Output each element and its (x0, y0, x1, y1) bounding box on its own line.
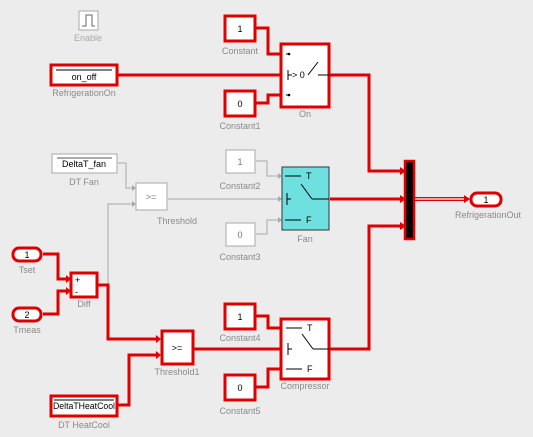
diff-minus: - (75, 287, 78, 297)
tmeas-num: 2 (24, 310, 29, 320)
switch-on-cond: > 0 (292, 70, 305, 80)
wire-constant1-on[interactable] (256, 93, 280, 105)
dtheatcool-label: DT HeatCool (58, 420, 110, 430)
switch-compressor[interactable]: T F Compressor (279, 317, 331, 391)
threshold-op: >= (146, 192, 157, 202)
wire-constant2-fan[interactable] (256, 160, 278, 177)
constant1-block[interactable]: 0 Constant1 (219, 89, 261, 131)
constant-block[interactable]: 1 Constant (222, 14, 259, 56)
switch-on-label: On (299, 109, 311, 119)
dtfan-label: DT Fan (69, 177, 99, 187)
switch-fan-f: F (306, 215, 312, 225)
pulse-icon (82, 14, 95, 27)
refrigerationon-label: RefrigerationOn (52, 88, 116, 98)
threshold1-op: >= (172, 343, 183, 353)
constant2-block[interactable]: 1 Constant2 (219, 149, 261, 191)
wire-constant5-compressor[interactable] (256, 367, 280, 389)
switch-compressor-f: F (307, 364, 313, 374)
constant-value: 1 (237, 24, 242, 34)
tset-num: 1 (24, 250, 29, 260)
sum-diff[interactable]: + - Diff (69, 271, 99, 309)
constant3-block[interactable]: 0 Constant3 (219, 222, 261, 262)
dtfan-text: DeltaT_fan (62, 159, 106, 169)
wire-diff-threshold1[interactable] (98, 283, 156, 341)
switch-fan[interactable]: T F Fan (281, 166, 330, 244)
inport-tset[interactable]: 1 Tset (11, 246, 43, 275)
wire-constant3-fan[interactable] (256, 219, 278, 235)
switch-on[interactable]: > 0 On (279, 42, 331, 119)
refrigerationon-text: on_off (72, 72, 97, 82)
wire-tmeas-diff[interactable] (43, 289, 66, 316)
constant2-value: 1 (237, 157, 242, 167)
dtheatcool-text: DeltaTHeatCool (53, 401, 115, 411)
outport-refrigerationout[interactable]: 1 RefrigerationOut (455, 191, 522, 220)
constant4-block[interactable]: 1 Constant4 (219, 302, 261, 343)
constant3-label: Constant3 (219, 252, 260, 262)
diff-label: Diff (77, 299, 91, 309)
tmeas-label: Tmeas (13, 325, 41, 335)
wire-constant4-compressor[interactable] (256, 314, 280, 330)
enable-block[interactable]: Enable (74, 10, 102, 43)
diff-plus: + (75, 275, 80, 285)
inport-tmeas[interactable]: 2 Tmeas (11, 306, 43, 335)
constant-label: Constant (222, 46, 259, 56)
refrigerationout-label: RefrigerationOut (455, 210, 522, 220)
constant3-value: 0 (237, 230, 242, 240)
inport-dtheatcool[interactable]: DeltaTHeatCool DT HeatCool (49, 394, 119, 430)
enable-label: Enable (74, 33, 102, 43)
wire-diff-threshold[interactable] (107, 203, 132, 285)
wire-compressor-mux[interactable] (330, 224, 400, 351)
mux-block[interactable] (403, 159, 416, 241)
constant4-label: Constant4 (219, 333, 260, 343)
relop-threshold[interactable]: >= Threshold (135, 182, 197, 226)
threshold1-label: Threshold1 (154, 367, 199, 377)
switch-fan-label: Fan (297, 234, 313, 244)
constant4-value: 1 (237, 312, 242, 322)
switch-compressor-t: T (307, 323, 313, 333)
constant1-label: Constant1 (219, 121, 260, 131)
wire-dtheatcool-threshold1[interactable] (118, 353, 156, 407)
relop-threshold1[interactable]: >= Threshold1 (154, 329, 200, 377)
refrigerationout-num: 1 (483, 195, 488, 205)
constant2-label: Constant2 (219, 181, 260, 191)
wire-dtfan-threshold[interactable] (118, 162, 132, 189)
switch-fan-t: T (306, 171, 312, 181)
inport-refrigerationon[interactable]: on_off RefrigerationOn (49, 63, 119, 98)
constant1-value: 0 (237, 99, 242, 109)
constant5-value: 0 (237, 383, 242, 393)
wire-tset-diff[interactable] (43, 252, 66, 281)
tset-label: Tset (19, 265, 36, 275)
wire-on-mux[interactable] (330, 73, 400, 173)
constant5-block[interactable]: 0 Constant5 (219, 373, 261, 416)
inport-dtfan[interactable]: DeltaT_fan DT Fan (51, 153, 118, 187)
constant5-label: Constant5 (219, 406, 260, 416)
switch-compressor-label: Compressor (280, 381, 329, 391)
threshold-label: Threshold (157, 216, 197, 226)
wire-constant-on[interactable] (256, 26, 280, 56)
